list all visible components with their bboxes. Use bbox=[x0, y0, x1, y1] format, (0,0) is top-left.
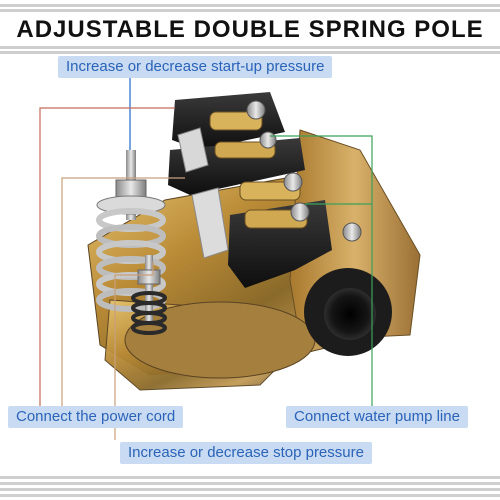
small-spring-nut bbox=[137, 269, 161, 285]
top-stripe-4 bbox=[0, 51, 500, 54]
small-spring bbox=[131, 255, 167, 335]
leader-water-pump-1 bbox=[270, 135, 373, 408]
callout-water-pump: Connect water pump line bbox=[286, 406, 468, 428]
screw-4 bbox=[290, 202, 310, 222]
top-stripe-3 bbox=[0, 46, 500, 49]
switch-body bbox=[87, 92, 421, 391]
contact-1 bbox=[209, 111, 263, 131]
contact-2 bbox=[214, 141, 276, 159]
small-spring-coil-4 bbox=[131, 321, 167, 335]
lever-bottom bbox=[191, 187, 229, 259]
bottom-stripe-2 bbox=[0, 482, 500, 485]
screw-1 bbox=[246, 100, 266, 120]
leader-power-cord-outer bbox=[39, 107, 175, 408]
screw-2 bbox=[259, 131, 277, 149]
screw-3 bbox=[283, 172, 303, 192]
top-stripe-2 bbox=[0, 9, 500, 12]
large-spring bbox=[96, 150, 166, 312]
screw-5 bbox=[342, 222, 362, 242]
small-spring-rod bbox=[145, 255, 153, 325]
bottom-stripe-4 bbox=[0, 494, 500, 497]
grommet-hole bbox=[324, 288, 376, 340]
lever-top bbox=[177, 127, 209, 173]
callout-power-cord: Connect the power cord bbox=[8, 406, 184, 428]
callout-stop-pressure: Increase or decrease stop pressure bbox=[120, 442, 372, 464]
top-stripe-1 bbox=[0, 4, 500, 7]
callout-start-pressure: Increase or decrease start-up pressure bbox=[58, 56, 333, 78]
page-title: ADJUSTABLE DOUBLE SPRING POLE bbox=[16, 16, 484, 43]
bottom-stripe-1 bbox=[0, 476, 500, 479]
title-background bbox=[20, 14, 490, 44]
leader-stop-pressure bbox=[114, 262, 154, 440]
leader-power-cord-inner bbox=[61, 177, 185, 408]
bottom-stripe-3 bbox=[0, 488, 500, 491]
